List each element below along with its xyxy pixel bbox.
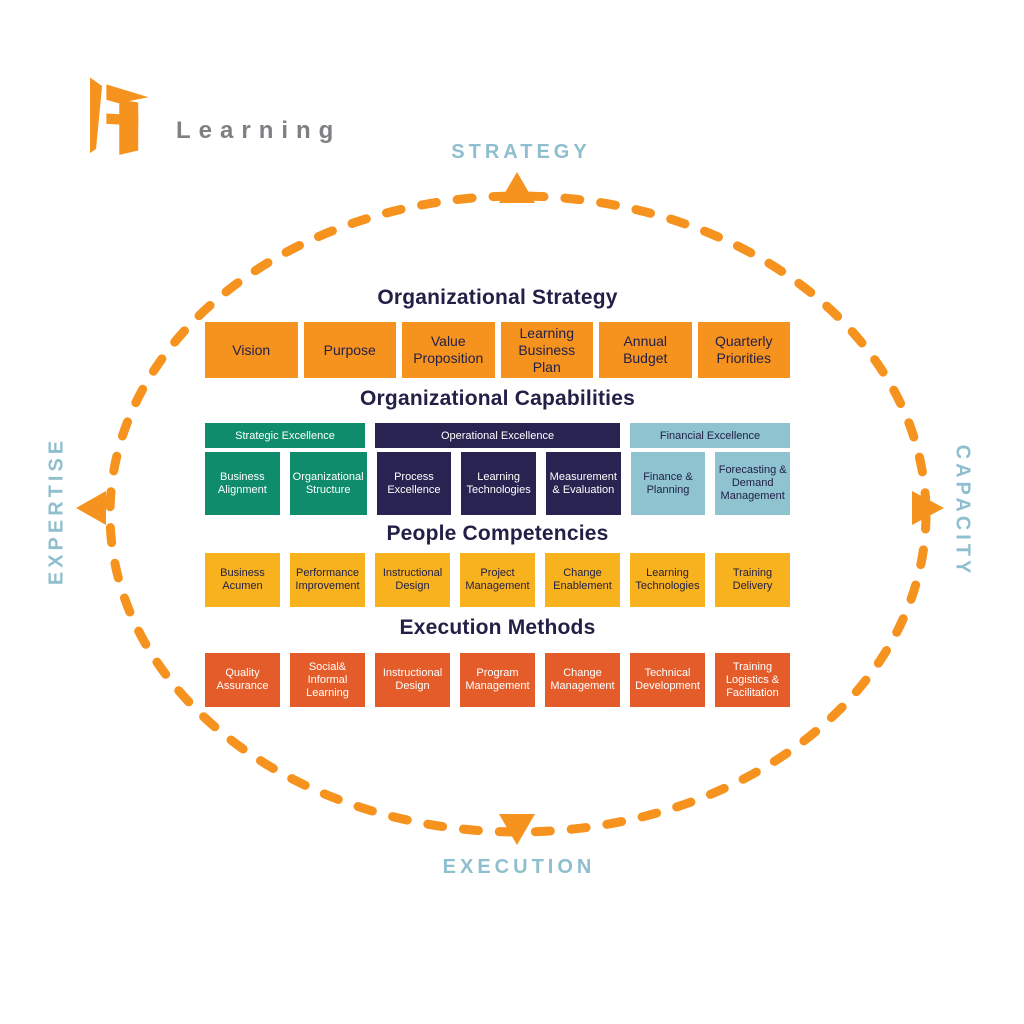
capability-box-forecasting-demand-management: Forecasting & Demand Management <box>715 452 790 516</box>
capabilities-header-row: Strategic Excellence Operational Excelle… <box>205 423 790 449</box>
strategy-box-purpose: Purpose <box>303 322 396 379</box>
execution-box-change-management: Change Management <box>545 653 620 708</box>
people-box-learning-technologies: Learning Technologies <box>630 553 705 608</box>
capability-box-learning-technologies: Learning Technologies <box>461 452 536 516</box>
strategy-box-vision: Vision <box>205 322 298 379</box>
capability-box-measurement-evaluation: Measurement & Evaluation <box>545 452 621 516</box>
framework-content: Organizational Strategy Vision Purpose V… <box>205 286 790 708</box>
strategy-box-quarterly-priorities: Quarterly Priorities <box>697 322 790 379</box>
brand-logo-f-icon <box>90 77 149 155</box>
execution-box-social-informal-learning: Social& Informal Learning <box>290 653 365 708</box>
heading-people-competencies: People Competencies <box>386 522 609 546</box>
heading-execution-methods: Execution Methods <box>399 616 596 640</box>
people-box-business-acumen: Business Acumen <box>205 553 280 608</box>
capabilities-items-row: Business Alignment Organizational Struct… <box>205 452 790 516</box>
compass-label-execution: EXECUTION <box>442 856 596 878</box>
compass-label-expertise: EXPERTISE <box>45 436 68 586</box>
people-competencies-row: Business Acumen Performance Improvement … <box>205 553 790 608</box>
people-box-training-delivery: Training Delivery <box>715 553 790 608</box>
people-box-instructional-design: Instructional Design <box>375 553 450 608</box>
brand-logo: Learning <box>78 74 341 160</box>
capability-box-process-excellence: Process Excellence <box>376 452 452 516</box>
heading-organizational-strategy: Organizational Strategy <box>377 286 618 309</box>
organizational-strategy-row: Vision Purpose Value Proposition Learnin… <box>205 322 790 379</box>
execution-box-training-logistics-facilitation: Training Logistics & Facilitation <box>715 653 790 708</box>
execution-methods-row: Quality Assurance Social& Informal Learn… <box>205 653 790 708</box>
arrow-right-icon <box>912 491 944 525</box>
capability-group-financial-excellence: Financial Excellence <box>630 423 790 449</box>
strategy-box-value-proposition: Value Proposition <box>402 322 495 379</box>
compass-label-capacity: CAPACITY <box>951 444 974 578</box>
capability-box-finance-planning: Finance & Planning <box>630 452 706 516</box>
heading-organizational-capabilities: Organizational Capabilities <box>360 387 635 411</box>
people-box-project-management: Project Management <box>460 553 535 608</box>
strategy-box-learning-business-plan: Learning Business Plan <box>500 322 593 379</box>
strategy-box-annual-budget: Annual Budget <box>599 322 692 379</box>
capability-box-organizational-structure: Organizational Structure <box>289 452 367 516</box>
execution-box-program-management: Program Management <box>460 653 535 708</box>
compass-label-strategy: STRATEGY <box>451 141 591 163</box>
brand-name: Learning <box>176 117 342 144</box>
execution-box-quality-assurance: Quality Assurance <box>205 653 280 708</box>
people-box-change-enablement: Change Enablement <box>545 553 620 608</box>
arrow-left-icon <box>76 491 106 525</box>
capability-group-strategic-excellence: Strategic Excellence <box>205 423 365 449</box>
execution-box-instructional-design: Instructional Design <box>375 653 450 708</box>
capability-group-operational-excellence: Operational Excellence <box>375 423 620 449</box>
execution-box-technical-development: Technical Development <box>630 653 705 708</box>
arrow-down-icon <box>499 814 535 845</box>
people-box-performance-improvement: Performance Improvement <box>290 553 365 608</box>
arrow-up-icon <box>499 172 535 203</box>
capability-box-business-alignment: Business Alignment <box>205 452 280 516</box>
